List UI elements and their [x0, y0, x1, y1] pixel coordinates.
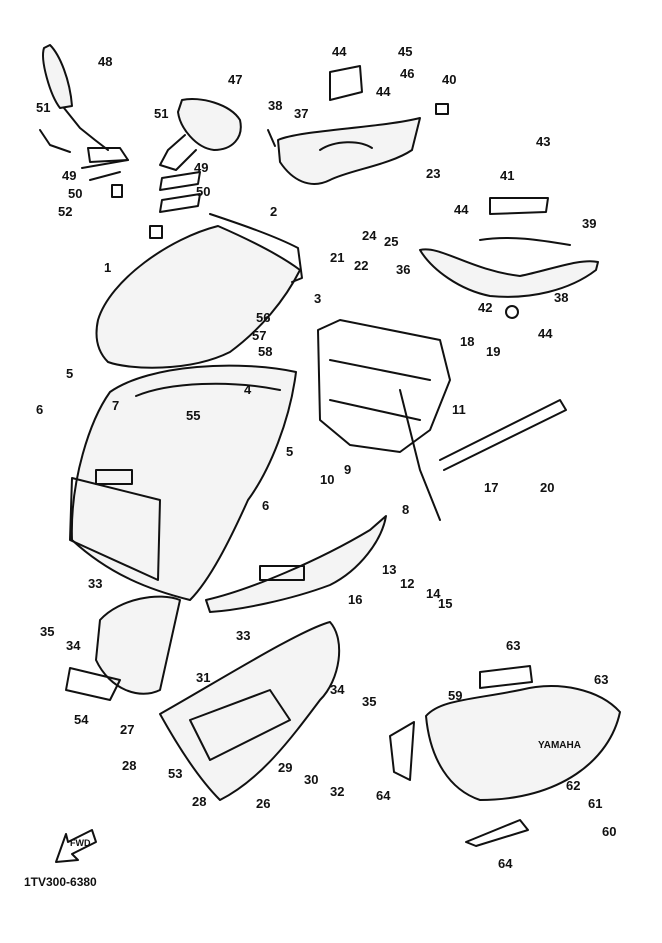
callout-9: 9: [344, 462, 351, 477]
callout-54: 54: [74, 712, 89, 727]
callout-48: 48: [98, 54, 112, 69]
callout-44: 44: [376, 84, 391, 99]
callout-58: 58: [258, 344, 272, 359]
callout-8: 8: [402, 502, 409, 517]
callout-35: 35: [40, 624, 54, 639]
callout-21: 21: [330, 250, 344, 265]
callout-51: 51: [154, 106, 168, 121]
callout-19: 19: [486, 344, 500, 359]
callout-57: 57: [252, 328, 266, 343]
callout-62: 62: [566, 778, 580, 793]
callout-39: 39: [582, 216, 596, 231]
callout-5: 5: [66, 366, 73, 381]
callout-5: 5: [286, 444, 293, 459]
callout-45: 45: [398, 44, 412, 59]
callout-59: 59: [448, 688, 462, 703]
callout-36: 36: [396, 262, 410, 277]
callout-32: 32: [330, 784, 344, 799]
callout-38: 38: [554, 290, 568, 305]
callout-61: 61: [588, 796, 602, 811]
callout-15: 15: [438, 596, 452, 611]
callout-layer: 1234556678910111213141516171819202122232…: [36, 44, 616, 871]
callout-24: 24: [362, 228, 377, 243]
callout-27: 27: [120, 722, 134, 737]
callout-35: 35: [362, 694, 376, 709]
callout-56: 56: [256, 310, 270, 325]
callout-12: 12: [400, 576, 414, 591]
callout-50: 50: [196, 184, 210, 199]
side-bracket: [419, 197, 599, 319]
callout-34: 34: [330, 682, 345, 697]
callout-42: 42: [478, 300, 492, 315]
callout-46: 46: [400, 66, 414, 81]
callout-64: 64: [498, 856, 513, 871]
front-cowling: [69, 364, 297, 601]
callout-37: 37: [294, 106, 308, 121]
callout-2: 2: [270, 204, 277, 219]
callout-28: 28: [122, 758, 136, 773]
callout-11: 11: [452, 402, 466, 417]
callout-50: 50: [68, 186, 82, 201]
callout-34: 34: [66, 638, 81, 653]
callout-44: 44: [454, 202, 469, 217]
side-cowling: [205, 515, 387, 613]
callout-23: 23: [426, 166, 440, 181]
callout-33: 33: [88, 576, 102, 591]
callout-4: 4: [244, 382, 252, 397]
brand-label: YAMAHA: [538, 740, 581, 751]
callout-16: 16: [348, 592, 362, 607]
cowling-stay: [317, 319, 567, 521]
callout-17: 17: [484, 480, 498, 495]
callout-14: 14: [426, 586, 441, 601]
callout-29: 29: [278, 760, 292, 775]
callout-7: 7: [112, 398, 119, 413]
callout-10: 10: [320, 472, 334, 487]
right-mirror: [149, 98, 242, 239]
callout-63: 63: [506, 638, 520, 653]
callout-20: 20: [540, 480, 554, 495]
windshield: [95, 213, 303, 369]
callout-26: 26: [256, 796, 270, 811]
callout-41: 41: [500, 168, 514, 183]
callout-3: 3: [314, 291, 321, 306]
callout-44: 44: [538, 326, 553, 341]
callout-40: 40: [442, 72, 456, 87]
callout-60: 60: [602, 824, 616, 839]
callout-25: 25: [384, 234, 398, 249]
side-cover: [389, 665, 621, 847]
callout-47: 47: [228, 72, 242, 87]
diagram-code: 1TV300-6380: [24, 875, 97, 889]
callout-43: 43: [536, 134, 550, 149]
callout-55: 55: [186, 408, 200, 423]
upper-cowling-bracket: [267, 65, 449, 185]
under-cowling: [159, 621, 341, 801]
callout-49: 49: [194, 160, 208, 175]
fwd-label: FWD: [70, 838, 91, 848]
callout-30: 30: [304, 772, 318, 787]
callout-38: 38: [268, 98, 282, 113]
callout-64: 64: [376, 788, 391, 803]
lower-left-panel: [65, 595, 181, 701]
callout-52: 52: [58, 204, 72, 219]
callout-13: 13: [382, 562, 396, 577]
callout-18: 18: [460, 334, 474, 349]
forward-arrow: FWD: [55, 829, 97, 863]
callout-63: 63: [594, 672, 608, 687]
callout-1: 1: [104, 260, 111, 275]
callout-33: 33: [236, 628, 250, 643]
left-mirror: [39, 44, 129, 198]
callout-53: 53: [168, 766, 182, 781]
callout-44: 44: [332, 44, 347, 59]
callout-6: 6: [36, 402, 43, 417]
callout-49: 49: [62, 168, 76, 183]
callout-6: 6: [262, 498, 269, 513]
callout-51: 51: [36, 100, 50, 115]
callout-28: 28: [192, 794, 206, 809]
callout-22: 22: [354, 258, 368, 273]
callout-31: 31: [196, 670, 210, 685]
